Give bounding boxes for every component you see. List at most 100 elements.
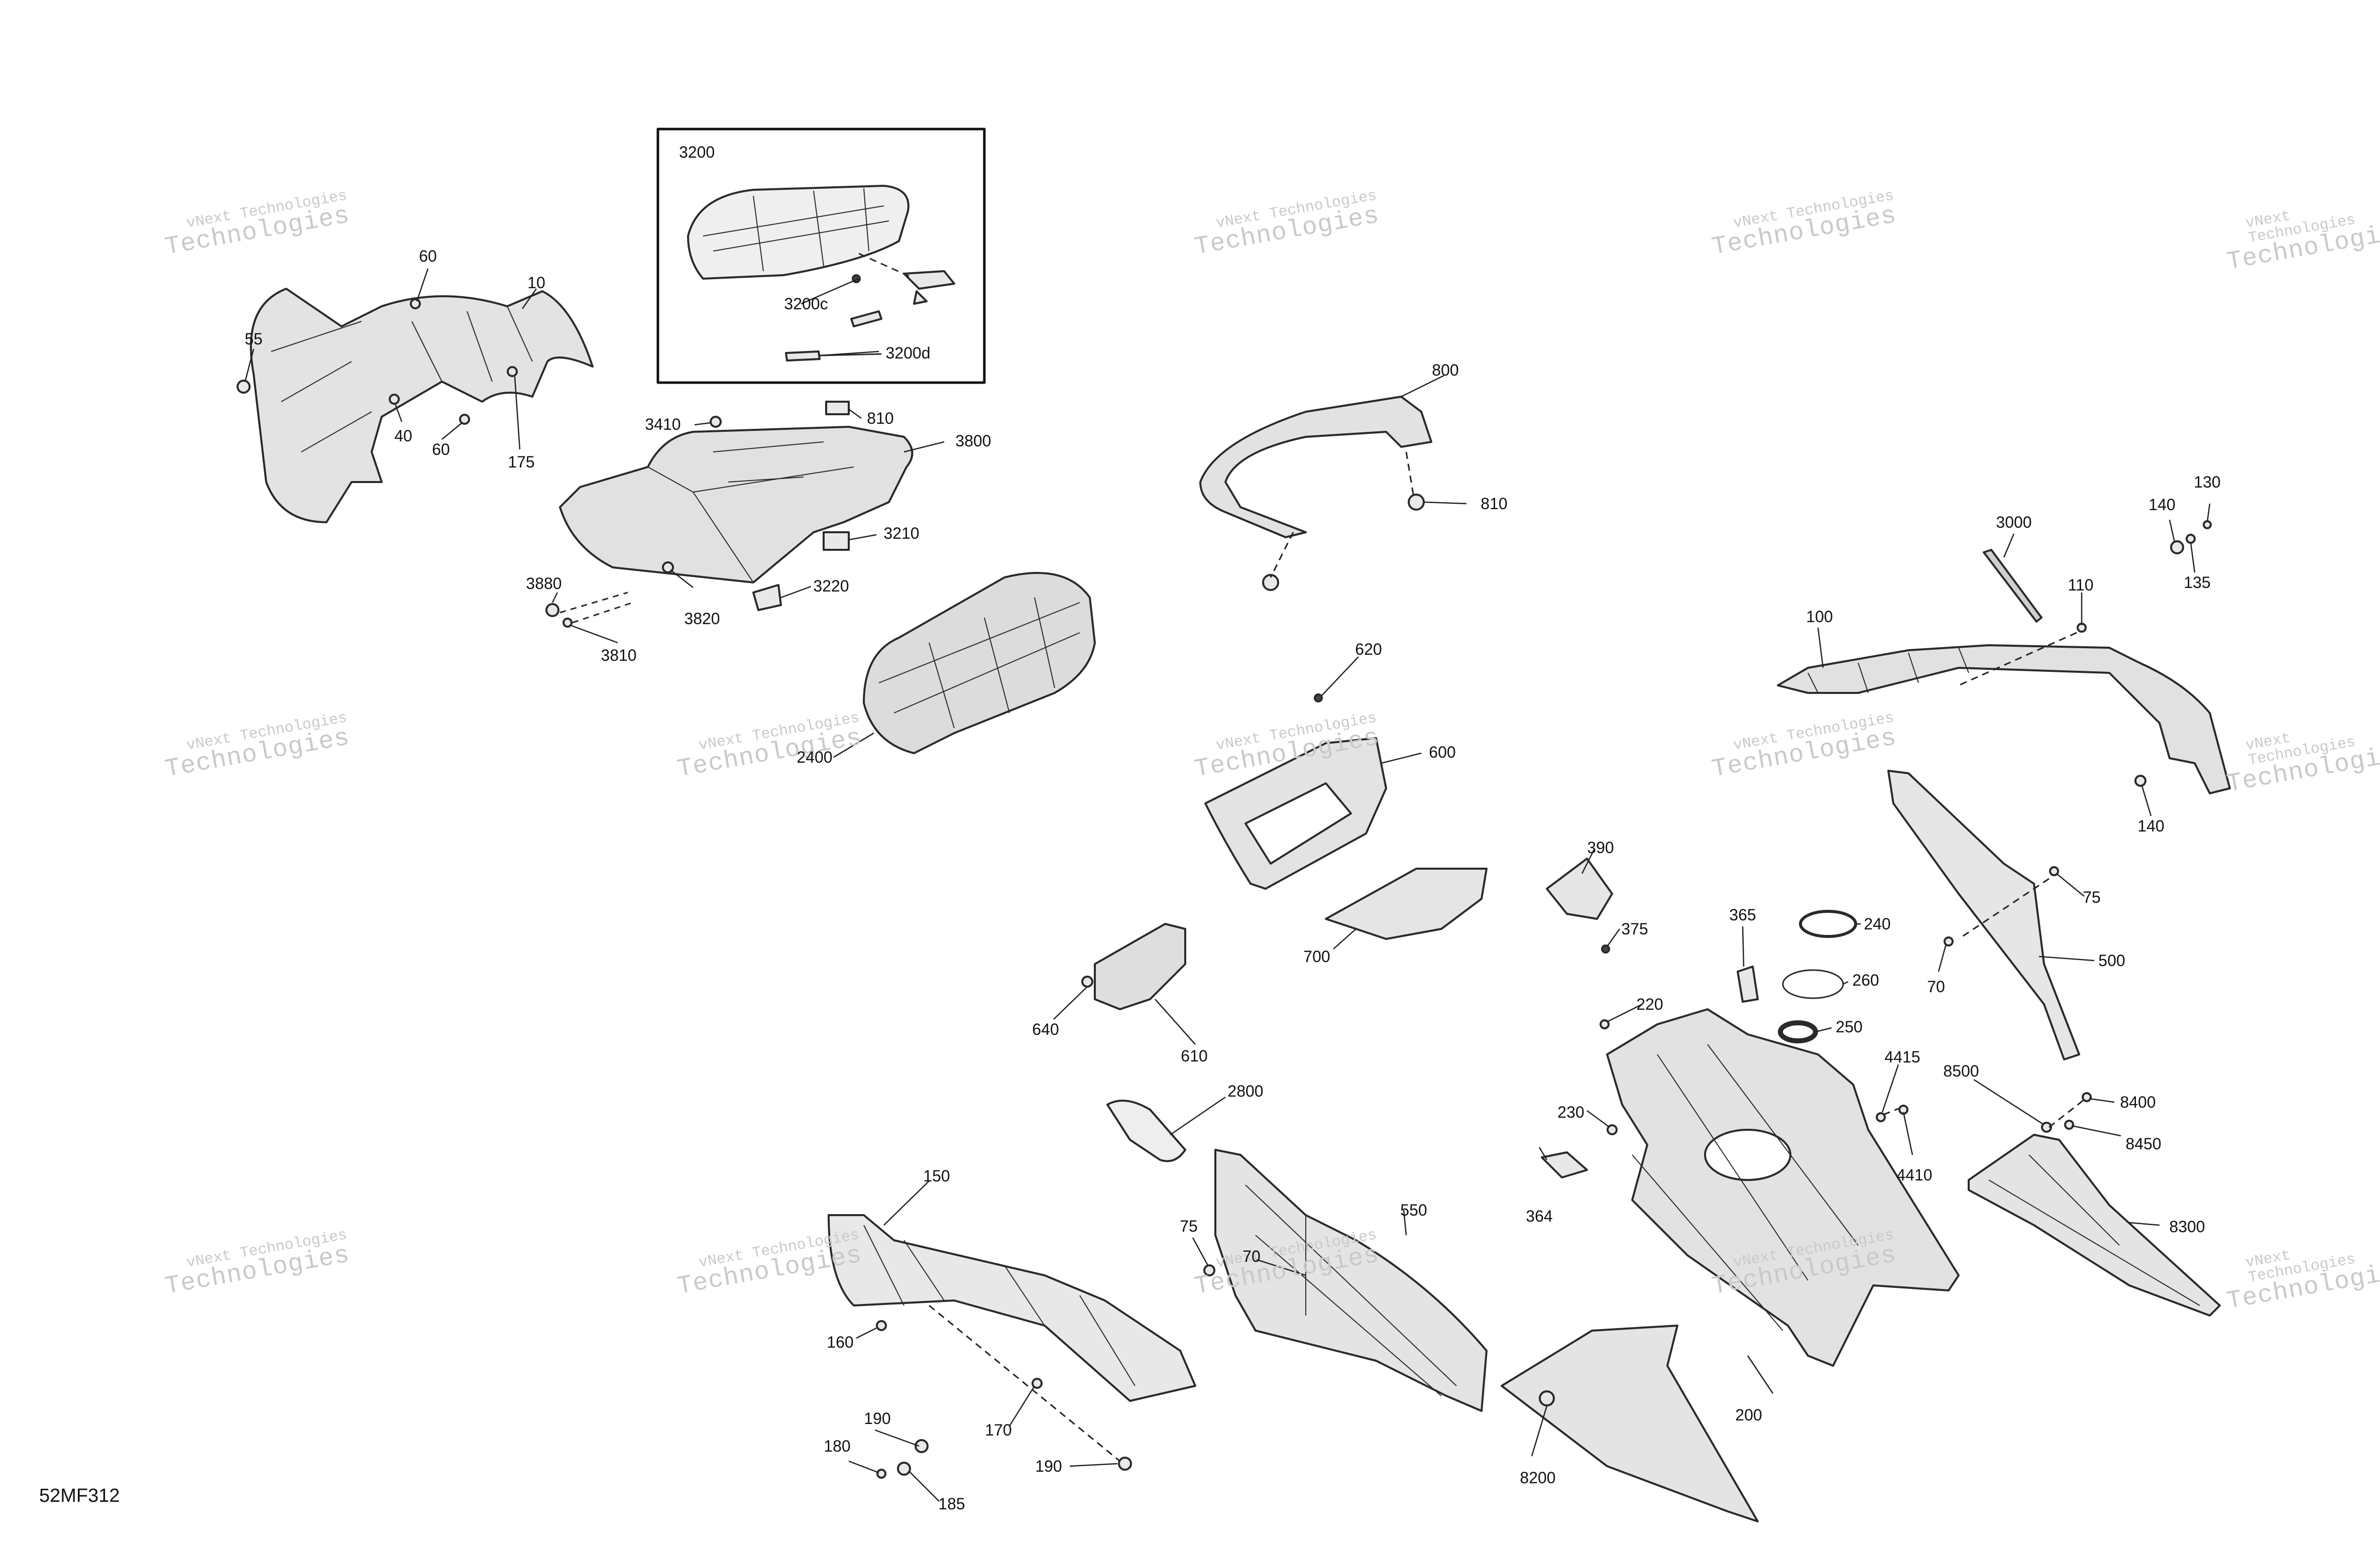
callout-label: 55 (245, 330, 263, 348)
part-200 (1606, 1008, 1960, 1367)
part-8500 (2041, 1122, 2052, 1133)
callout-label: 3210 (883, 524, 920, 542)
part-190-bottom (1118, 1457, 1132, 1471)
part-60-bottom (459, 414, 470, 425)
part-810-top (825, 401, 850, 415)
callout-label: 3880 (526, 574, 562, 592)
inset-title: 3200 (679, 143, 715, 161)
callout-label: 175 (508, 453, 535, 471)
part-390 (1546, 858, 1613, 920)
part-8300 (1968, 1134, 2221, 1317)
part-100 (1777, 644, 2231, 794)
part-2400 (863, 572, 1096, 754)
callout-label: 10 (527, 274, 545, 292)
callout-label: 60 (419, 247, 437, 265)
part-10 (250, 288, 594, 523)
part-810-mid (1408, 494, 1425, 511)
callout-label: 375 (1621, 920, 1648, 938)
callout-label: 160 (827, 1333, 854, 1351)
callout-label: 8450 (2125, 1135, 2162, 1153)
callout-label: 390 (1587, 839, 1614, 857)
callout-label: 200 (1735, 1406, 1762, 1424)
callout-label: 140 (2137, 817, 2165, 835)
callout-label: 150 (923, 1167, 950, 1185)
part-3800 (559, 426, 914, 583)
part-800 (1199, 396, 1432, 538)
part-3810 (562, 618, 573, 628)
callout-label: 3000 (1996, 513, 2032, 531)
callout-label: 135 (2184, 573, 2211, 591)
part-8450 (2064, 1120, 2074, 1130)
part-75-left (1203, 1264, 1215, 1276)
part-160 (876, 1320, 887, 1331)
part-135 (2186, 534, 2196, 544)
callout-label: 100 (1806, 608, 1833, 626)
part-3200d-a (850, 310, 882, 327)
callout-label: 180 (824, 1437, 851, 1455)
callout-label: 3820 (684, 610, 720, 628)
part-3200-shell (687, 185, 910, 280)
part-250 (1778, 1020, 1818, 1043)
callout-label: 60 (432, 440, 450, 458)
callout-label: 190 (864, 1409, 891, 1428)
part-55 (237, 380, 251, 394)
callout-label: 4410 (1896, 1166, 1933, 1184)
callout-label: 3810 (601, 646, 637, 664)
callout-label: 130 (2194, 473, 2221, 491)
callout-label: 2400 (797, 748, 833, 766)
callout-label: 3410 (645, 415, 681, 433)
callout-label: 700 (1303, 947, 1330, 966)
callout-label: 2800 (1227, 1082, 1264, 1100)
callout-label: 640 (1032, 1020, 1059, 1038)
part-130 (2203, 520, 2212, 529)
part-180 (876, 1469, 886, 1479)
callout-label: 110 (2068, 576, 2094, 594)
callout-label: 8400 (2120, 1093, 2156, 1111)
callout-label: 3800 (955, 432, 991, 450)
callout-label: 260 (1852, 971, 1879, 989)
part-810-low (1262, 574, 1279, 591)
callout-label: 190 (1035, 1457, 1062, 1475)
callout-label: 140 (2148, 496, 2176, 514)
callout-label: 170 (985, 1421, 1012, 1439)
callout-label: 75 (1180, 1217, 1198, 1235)
callout-label: 75 (2083, 888, 2101, 906)
callout-label: 185 (938, 1495, 965, 1513)
inset-frame (656, 128, 986, 384)
part-140-bottom (2134, 775, 2146, 787)
part-220 (1600, 1019, 1610, 1029)
part-175 (507, 366, 518, 377)
callout-label: 4415 (1884, 1048, 1920, 1066)
part-375 (1601, 944, 1610, 954)
callout-label: 3220 (813, 577, 849, 595)
part-700 (1325, 868, 1488, 940)
callout-label: 810 (867, 409, 894, 427)
callout-label: 8300 (2169, 1218, 2205, 1236)
part-4415 (1876, 1112, 1886, 1122)
callout-label: 810 (1481, 495, 1508, 513)
part-3880 (545, 603, 559, 617)
callout-label: 364 (1526, 1207, 1553, 1225)
part-185 (897, 1462, 911, 1476)
part-364 (1541, 1151, 1588, 1178)
callout-label: 250 (1836, 1018, 1863, 1036)
callout-label: 500 (2098, 952, 2125, 970)
part-3410 (710, 416, 722, 428)
part-8400 (2082, 1092, 2092, 1102)
callout-label: 40 (394, 427, 412, 445)
callout-label: 230 (1557, 1103, 1584, 1121)
part-620 (1314, 693, 1323, 702)
diagram-id: 52MF312 (39, 1485, 120, 1506)
callout-label: 3200d (885, 344, 931, 362)
callout-label: 800 (1432, 361, 1459, 379)
part-75-right (2049, 866, 2059, 876)
callout-label: 3200c (784, 295, 828, 313)
callout-label: 240 (1864, 915, 1891, 933)
part-230 (1607, 1124, 1618, 1135)
callout-label: 620 (1355, 640, 1382, 658)
part-70-right (1944, 936, 1954, 946)
callout-label: 600 (1429, 743, 1456, 761)
part-140-top (2170, 540, 2184, 554)
part-8200 (1501, 1325, 1759, 1522)
